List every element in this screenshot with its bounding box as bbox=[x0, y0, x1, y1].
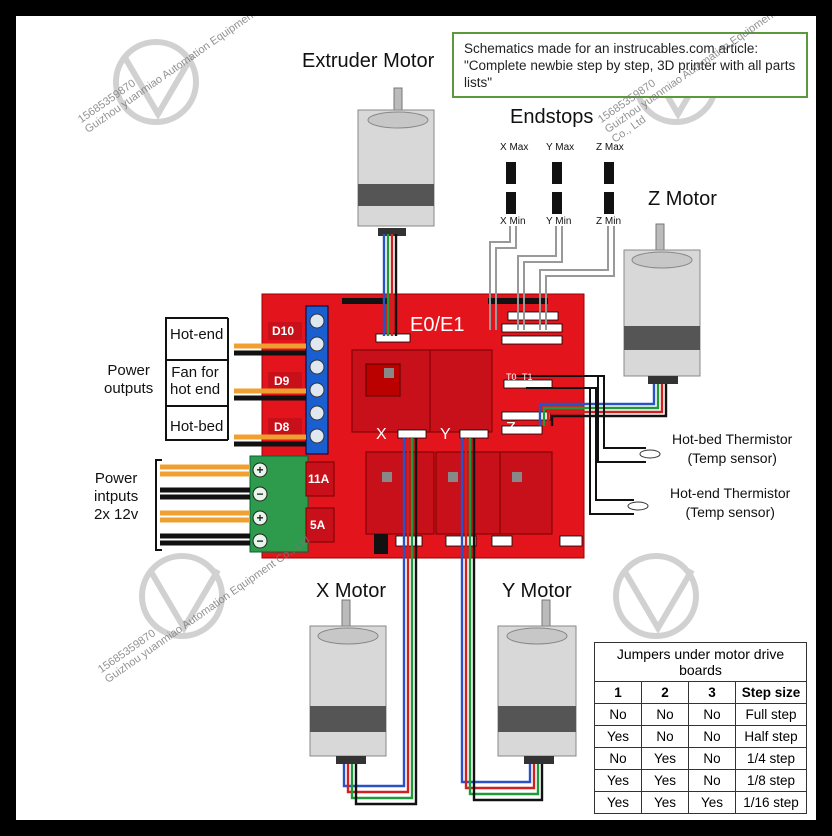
table-cell: No bbox=[688, 725, 736, 748]
table-cell: 1/8 step bbox=[735, 769, 807, 792]
table-cell: 1/4 step bbox=[735, 747, 807, 770]
fan-line-2: hot end bbox=[170, 381, 221, 398]
table-row: No Yes No 1/4 step bbox=[594, 747, 807, 770]
wiring-diagram: + − + − bbox=[113, 39, 719, 806]
jumpers-header-row: 1 2 3 Step size bbox=[594, 681, 807, 704]
table-row: Yes No No Half step bbox=[594, 725, 807, 748]
hot-end-output-label: Hot-end bbox=[170, 326, 224, 343]
power-inputs-line-1: Power bbox=[94, 470, 138, 487]
endstops-title: Endstops bbox=[510, 106, 594, 128]
table-cell: 1/16 step bbox=[735, 791, 807, 814]
extruder-motor-label: Extruder Motor bbox=[302, 50, 435, 72]
hot-end-thermistor-label: Hot-end Thermistor (Temp sensor) bbox=[670, 484, 790, 522]
table-cell: No bbox=[641, 725, 689, 748]
table-cell: No bbox=[688, 703, 736, 726]
bed-thermistor-line-1: Hot-bed Thermistor bbox=[672, 431, 793, 447]
board-x-label: X bbox=[376, 426, 387, 443]
power-outputs-label: Power outputs bbox=[104, 362, 153, 398]
fan-line-1: Fan for bbox=[171, 364, 219, 381]
table-cell: Yes bbox=[594, 725, 642, 748]
y-motor bbox=[497, 599, 577, 764]
svg-text:+: + bbox=[256, 511, 263, 525]
table-cell: Yes bbox=[641, 769, 689, 792]
fuse-11a: 11A bbox=[308, 472, 330, 486]
y-motor-label: Y Motor bbox=[502, 580, 572, 602]
z-motor bbox=[623, 223, 701, 384]
board-t1-label: T1 bbox=[522, 372, 533, 382]
hot-bed-output-label: Hot-bed bbox=[170, 418, 224, 435]
svg-text:−: − bbox=[256, 487, 263, 501]
table-cell: Yes bbox=[688, 791, 736, 814]
end-thermistor-line-1: Hot-end Thermistor bbox=[670, 485, 791, 501]
pin-d10: D10 bbox=[272, 324, 295, 338]
extruder-motor bbox=[357, 87, 435, 236]
power-outputs-line-2: outputs bbox=[104, 380, 154, 397]
endstop-z-min: Z Min bbox=[596, 216, 621, 227]
board-t0-label: T0 bbox=[506, 372, 517, 382]
table-cell: No bbox=[641, 703, 689, 726]
endstop-x-min: X Min bbox=[500, 216, 526, 227]
jumper-header-3: 3 bbox=[688, 681, 736, 704]
note-line-1: Schematics made for an instrucables.com … bbox=[464, 41, 759, 56]
endstop-y-min: Y Min bbox=[546, 216, 572, 227]
jumpers-caption: Jumpers under motor drive boards bbox=[594, 642, 807, 681]
jumper-header-1: 1 bbox=[594, 681, 642, 704]
hot-bed-thermistor-label: Hot-bed Thermistor (Temp sensor) bbox=[672, 430, 792, 468]
x-motor bbox=[309, 599, 387, 764]
fuse-5a: 5A bbox=[310, 518, 326, 532]
table-cell: No bbox=[688, 747, 736, 770]
table-cell: Yes bbox=[594, 791, 642, 814]
table-row: Yes Yes No 1/8 step bbox=[594, 769, 807, 792]
pin-d8: D8 bbox=[274, 420, 290, 434]
e0-e1-label: E0/E1 bbox=[410, 314, 465, 336]
note-line-2: "Complete newbie step by step, 3D printe… bbox=[464, 58, 796, 90]
bed-thermistor-line-2: (Temp sensor) bbox=[687, 450, 777, 466]
power-inputs-label: Power intputs 2x 12v bbox=[94, 470, 138, 524]
pin-d9: D9 bbox=[274, 374, 290, 388]
jumper-header-step: Step size bbox=[735, 681, 807, 704]
table-cell: Yes bbox=[641, 791, 689, 814]
driver-modules bbox=[351, 349, 553, 535]
table-cell: No bbox=[594, 703, 642, 726]
svg-text:−: − bbox=[256, 534, 263, 548]
table-cell: No bbox=[688, 769, 736, 792]
power-inputs-line-2: intputs bbox=[94, 488, 139, 505]
table-row: No No No Full step bbox=[594, 703, 807, 726]
endstop-y-max: Y Max bbox=[546, 142, 575, 153]
z-motor-label: Z Motor bbox=[648, 188, 717, 210]
endstop-z-max: Z Max bbox=[596, 142, 624, 153]
diagram-canvas: + − + − bbox=[16, 16, 816, 820]
end-thermistor-line-2: (Temp sensor) bbox=[685, 504, 775, 520]
table-cell: Full step bbox=[735, 703, 807, 726]
x-motor-label: X Motor bbox=[316, 580, 387, 602]
table-cell: No bbox=[594, 747, 642, 770]
table-cell: Yes bbox=[641, 747, 689, 770]
article-note: Schematics made for an instrucables.com … bbox=[452, 32, 808, 98]
board-z-label: Z bbox=[506, 420, 516, 437]
svg-text:+: + bbox=[256, 463, 263, 477]
fan-output-label: Fan for hot end bbox=[170, 364, 220, 398]
table-cell: Yes bbox=[594, 769, 642, 792]
board-y-label: Y bbox=[440, 426, 451, 443]
table-cell: Half step bbox=[735, 725, 807, 748]
power-outputs-line-1: Power bbox=[107, 362, 150, 379]
power-inputs-line-3: 2x 12v bbox=[94, 506, 139, 523]
jumpers-table: Jumpers under motor drive boards 1 2 3 S… bbox=[594, 642, 807, 814]
jumper-header-2: 2 bbox=[641, 681, 689, 704]
table-row: Yes Yes Yes 1/16 step bbox=[594, 791, 807, 814]
endstop-x-max: X Max bbox=[500, 142, 529, 153]
